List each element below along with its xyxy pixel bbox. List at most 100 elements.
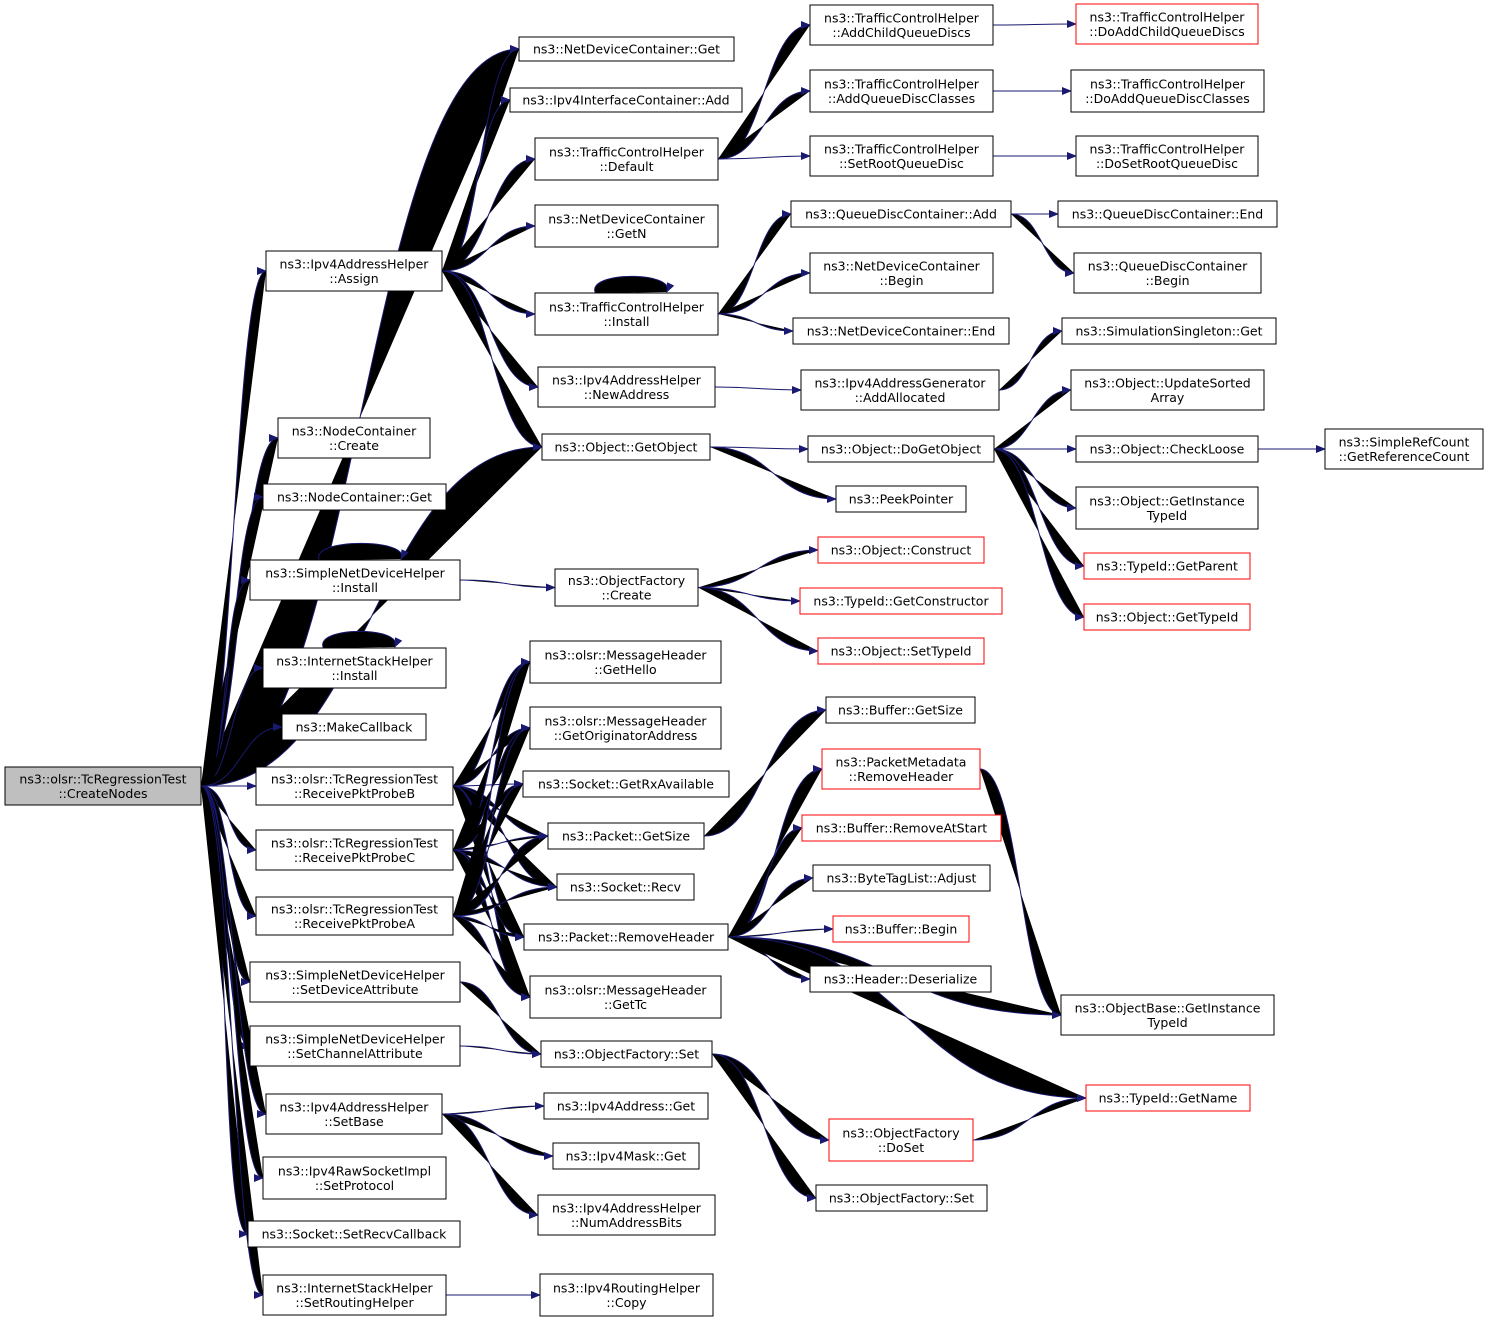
function-node[interactable]: ns3::TrafficControlHelper::AddQueueDiscC… [809,69,994,113]
function-node[interactable]: ns3::NodeContainer::Create [277,417,431,459]
function-node[interactable]: ns3::Socket::GetRxAvailable [522,770,730,798]
function-node[interactable]: ns3::Ipv4Mask::Get [552,1142,700,1170]
function-node[interactable]: ns3::Ipv4InterfaceContainer::Add [509,87,743,113]
function-node[interactable]: ns3::TrafficControlHelper::Install [534,292,719,336]
function-node[interactable]: ns3::Object::CheckLoose [1075,435,1259,463]
node-box [523,923,729,951]
node-label: ns3::NetDeviceContainer::End [807,324,996,339]
node-box [1073,252,1262,294]
function-node[interactable]: ns3::olsr::MessageHeader::GetHello [529,640,722,684]
node-label: ns3::NodeContainer [292,423,417,438]
function-node[interactable]: ns3::Ipv4Address::Get [543,1092,709,1120]
function-node[interactable]: ns3::Ipv4AddressHelper::NumAddressBits [537,1194,716,1236]
function-node[interactable]: ns3::Ipv4RawSocketImpl::SetProtocol [262,1156,447,1200]
function-node[interactable]: ns3::Buffer::RemoveAtStart [801,814,1002,842]
node-label: ns3::SimpleNetDeviceHelper [265,967,445,982]
function-node[interactable]: ns3::Ipv4AddressGenerator::AddAllocated [800,369,1000,411]
function-node[interactable]: ns3::SimulationSingleton::Get [1061,317,1277,345]
function-node[interactable]: ns3::TrafficControlHelper::Default [534,137,719,181]
function-node[interactable]: ns3::olsr::TcRegressionTest::ReceivePktP… [255,896,454,936]
call-edge [709,444,809,453]
node-label: ns3::Object::UpdateSorted [1084,375,1250,390]
function-node[interactable]: ns3::InternetStackHelper::SetRoutingHelp… [262,1274,447,1316]
function-node[interactable]: ns3::MakeCallback [281,713,427,741]
function-node[interactable]: ns3::Ipv4AddressHelper::Assign [265,250,443,292]
function-node[interactable]: ns3::NetDeviceContainer::Get [518,36,735,62]
node-box [547,822,705,850]
node-label: ns3::Object::GetInstance [1089,493,1245,508]
function-node[interactable]: ns3::PacketMetadata::RemoveHeader [821,748,981,790]
function-node[interactable]: ns3::TrafficControlHelper::DoSetRootQueu… [1075,135,1259,177]
function-node[interactable]: ns3::Packet::RemoveHeader [523,923,729,951]
node-box [529,706,722,750]
function-node[interactable]: ns3::Object::DoGetObject [807,435,995,463]
function-node[interactable]: ns3::TypeId::GetParent [1083,552,1251,580]
function-node[interactable]: ns3::ObjectFactory::DoSet [828,1118,974,1162]
call-edge [322,630,403,649]
node-label: ns3::olsr::TcRegressionTest [271,771,438,786]
function-node[interactable]: ns3::PeekPointer [835,485,967,513]
function-node[interactable]: ns3::olsr::TcRegressionTest::ReceivePktP… [255,829,454,871]
function-node[interactable]: ns3::Buffer::GetSize [825,696,976,724]
function-node[interactable]: ns3::Ipv4AddressHelper::SetBase [265,1093,443,1135]
function-node[interactable]: ns3::olsr::MessageHeader::GetTc [529,975,722,1019]
function-node[interactable]: ns3::olsr::MessageHeader::GetOriginatorA… [529,706,722,750]
node-box [809,252,994,294]
function-node[interactable]: ns3::Packet::GetSize [547,822,705,850]
function-node[interactable]: ns3::QueueDiscContainer::Begin [1073,252,1262,294]
function-node[interactable]: ns3::ObjectFactory::Set [540,1040,713,1068]
function-node[interactable]: ns3::Ipv4RoutingHelper::Copy [539,1273,714,1317]
function-node[interactable]: ns3::SimpleNetDeviceHelper::SetDeviceAtt… [249,961,461,1003]
function-node[interactable]: ns3::TypeId::GetName [1085,1084,1251,1112]
node-label: ns3::TypeId::GetConstructor [813,594,989,609]
node-box [832,915,970,943]
node-box [800,369,1000,411]
function-node[interactable]: ns3::Buffer::Begin [832,915,970,943]
node-box [522,770,730,798]
node-label: ::AddQueueDiscClasses [828,91,975,106]
node-box [255,829,454,871]
call-edge [697,587,801,605]
function-node[interactable]: ns3::SimpleNetDeviceHelper::SetChannelAt… [249,1025,461,1067]
function-node[interactable]: ns3::InternetStackHelper::Install [262,647,447,689]
function-node[interactable]: ns3::olsr::TcRegressionTest::ReceivePktP… [255,766,454,806]
function-node[interactable]: ns3::NetDeviceContainer::End [792,317,1010,345]
node-label: ns3::Socket::SetRecvCallback [262,1227,447,1242]
function-node[interactable]: ns3::Object::GetTypeId [1083,603,1251,631]
function-node[interactable]: ns3::Socket::Recv [556,873,695,901]
function-node[interactable]: ns3::Socket::SetRecvCallback [247,1220,461,1248]
function-node[interactable]: ns3::Object::GetObject [541,433,711,461]
function-node[interactable]: ns3::NetDeviceContainer::Begin [809,252,994,294]
function-node[interactable]: ns3::SimpleNetDeviceHelper::Install [249,559,461,601]
function-node[interactable]: ns3::ByteTagList::Adjust [812,864,991,892]
function-node[interactable]: ns3::QueueDiscContainer::End [1057,200,1278,228]
function-node[interactable]: ns3::TypeId::GetConstructor [799,587,1003,615]
function-node[interactable]: ns3::TrafficControlHelper::AddChildQueue… [809,4,994,46]
function-node[interactable]: ns3::SimpleRefCount::GetReferenceCount [1324,428,1484,470]
function-node[interactable]: ns3::TrafficControlHelper::SetRootQueueD… [809,135,994,177]
node-box [534,137,719,181]
node-box [809,4,994,46]
node-box [529,640,722,684]
function-node[interactable]: ns3::Ipv4AddressHelper::NewAddress [537,366,716,408]
node-box [809,135,994,177]
function-node[interactable]: ns3::Object::Construct [817,536,985,564]
function-node[interactable]: ns3::Object::SetTypeId [817,637,985,665]
function-node[interactable]: ns3::TrafficControlHelper::DoAddQueueDis… [1070,69,1265,113]
node-label: ::SetChannelAttribute [287,1046,423,1061]
function-node[interactable]: ns3::ObjectFactory::Create [554,568,699,607]
function-node[interactable]: ns3::NetDeviceContainer::GetN [534,204,719,248]
node-label: ns3::Object::GetObject [555,440,698,455]
function-node[interactable]: ns3::TrafficControlHelper::DoAddChildQue… [1075,3,1259,45]
call-edge [459,579,556,592]
function-node[interactable]: ns3::Header::Deserialize [809,965,992,993]
root-function-node[interactable]: ns3::olsr::TcRegressionTest::CreateNodes [4,766,202,806]
function-node[interactable]: ns3::QueueDiscContainer::Add [790,200,1012,228]
node-label: ::Install [603,314,649,329]
function-node[interactable]: ns3::NodeContainer::Get [262,483,447,511]
function-node[interactable]: ns3::ObjectFactory::Set [815,1184,988,1212]
node-label: ns3::Socket::Recv [570,880,682,895]
